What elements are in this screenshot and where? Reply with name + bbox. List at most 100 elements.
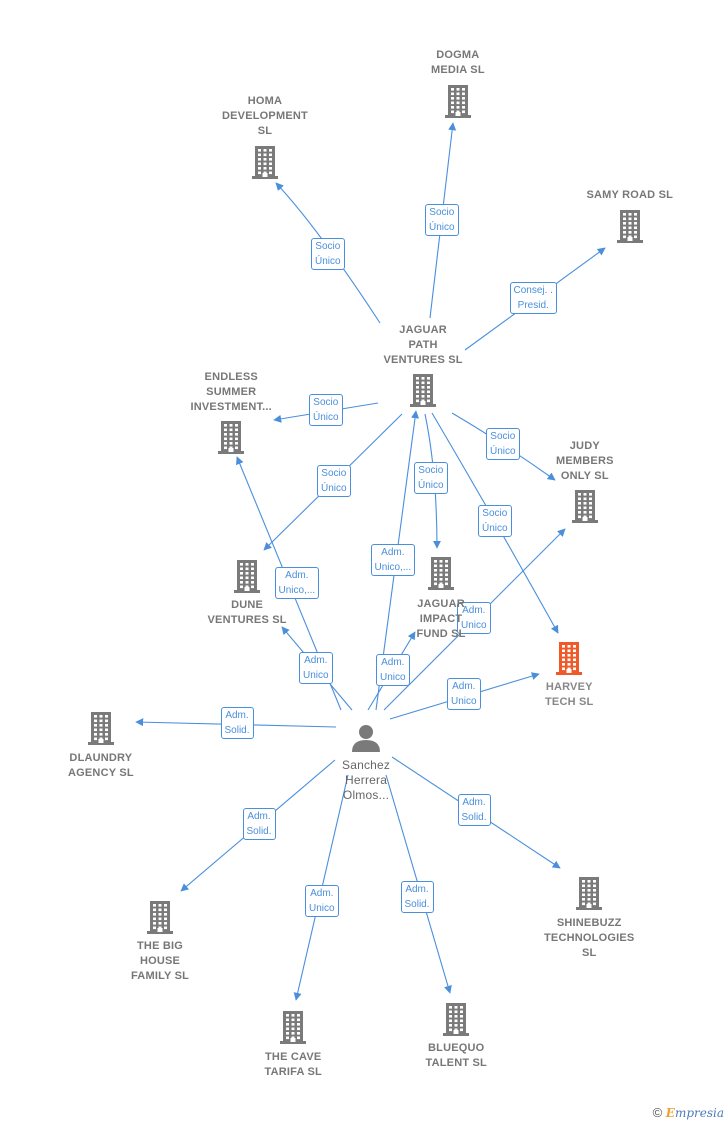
copyright-footer: © Empresia — [653, 1105, 724, 1120]
node-label-line: PATH — [408, 339, 438, 351]
edge-label-line: Unico,... — [374, 562, 412, 573]
building-icon — [615, 209, 645, 248]
edge-label-person-to-dune[interactable]: Adm. Unico — [299, 652, 333, 684]
node-label-line: IMPACT — [419, 613, 463, 625]
edge-label-line: Único — [321, 483, 347, 494]
edge-label-line: Adm. — [304, 655, 328, 666]
building-icon — [145, 900, 175, 939]
edge-label-line: Adm. — [225, 710, 249, 721]
building-icon — [554, 641, 584, 680]
edge-label-line: Socio — [313, 397, 339, 408]
edge-label-line: Adm. — [381, 547, 405, 558]
node-label-line: SL — [581, 947, 597, 959]
building-icon — [250, 145, 280, 184]
edge-label-line: Solid. — [246, 826, 272, 837]
building-icon — [86, 711, 116, 750]
node-label-line: JAGUAR — [399, 324, 447, 336]
node-label-line: VENTURES SL — [383, 354, 463, 366]
edge-label-line: Unico — [380, 672, 406, 683]
building-icon — [232, 559, 262, 598]
person-icon — [351, 723, 381, 758]
node-label: JAGUAR IMPACT FUND SL — [417, 597, 466, 642]
node-label-line: FUND SL — [416, 628, 466, 640]
brand-name: mpresia — [674, 1106, 724, 1120]
node-label-line: MEDIA SL — [431, 64, 485, 76]
node-label-line: Herrera — [345, 773, 388, 787]
edge-label-line: Solid. — [461, 812, 487, 823]
edge-label-line: Socio — [490, 431, 516, 442]
node-label: ENDLESS SUMMER INVESTMENT... — [191, 370, 272, 415]
node-label-line: ENDLESS — [204, 371, 258, 383]
edge-label-line: Único — [315, 256, 341, 267]
edge-label-line: Único — [482, 523, 508, 534]
edge-label-person-to-jaguar_path[interactable]: Adm. Unico,... — [370, 544, 416, 576]
edge-label-line: Socio — [482, 508, 508, 519]
building-icon — [443, 84, 473, 123]
edge-label-person-to-bighouse[interactable]: Adm. Solid. — [242, 808, 276, 840]
edge-label-line: Unico — [451, 696, 477, 707]
node-label-line: DEVELOPMENT — [222, 110, 308, 122]
node-label-line: SUMMER — [206, 386, 257, 398]
node-label-line: AGENCY SL — [68, 767, 134, 779]
edge-label-line: Solid. — [224, 725, 250, 736]
edge-label-line: Socio — [321, 468, 347, 479]
edge-label-person-to-harvey[interactable]: Adm. Unico — [447, 678, 481, 710]
node-label-line: HARVEY — [545, 681, 593, 693]
node-label-line: MEMBERS — [556, 455, 614, 467]
edge-label-line: Adm. — [247, 811, 271, 822]
node-label-line: INVESTMENT... — [190, 401, 272, 413]
building-icon — [216, 420, 246, 459]
node-label-line: VENTURES SL — [207, 614, 287, 626]
node-label-line: Sanchez — [342, 758, 391, 772]
edge-label-person-to-endless[interactable]: Adm.Unico,... — [274, 567, 320, 599]
node-label-line: TECHNOLOGIES — [544, 932, 635, 944]
node-label-line: BLUEQUO — [428, 1042, 485, 1054]
edge-label-line: Único — [418, 480, 444, 491]
building-icon — [574, 876, 604, 915]
node-label-line: HOMA — [247, 95, 283, 107]
edge-label-person-to-judy[interactable]: Adm.Unico — [457, 602, 491, 634]
edge-label-line: Único — [313, 412, 339, 423]
node-label-line: ONLY SL — [560, 470, 609, 482]
node-label-line: THE BIG — [137, 940, 184, 952]
edge-label-person-to-dlaundry[interactable]: Adm. Solid. — [220, 707, 254, 739]
node-label-line: TALENT SL — [425, 1057, 487, 1069]
edge-label-person-to-cave[interactable]: Adm.Unico — [305, 885, 339, 917]
edge-label-line: Único — [490, 446, 516, 457]
node-label-line: TECH SL — [545, 696, 594, 708]
edge-label-line: Consej. . — [513, 285, 553, 296]
edge-label-person-to-jaguar_impact[interactable]: Adm. Unico — [376, 654, 410, 686]
edge-label-line: Solid. — [404, 899, 430, 910]
copyright-symbol: © — [652, 1105, 663, 1120]
node-label-line: SAMY ROAD SL — [586, 189, 674, 201]
edge-label-line: Unico — [303, 670, 329, 681]
edge-label-line: Adm. — [452, 681, 476, 692]
node-label-line: JAGUAR — [417, 598, 465, 610]
building-icon — [278, 1010, 308, 1049]
node-label: HARVEY TECH SL — [545, 680, 593, 710]
edge-label-line: Adm. — [462, 605, 486, 616]
edge-label-person-to-shinebuzz[interactable]: Adm.Solid. — [457, 794, 491, 826]
edge-label-line: Socio — [315, 241, 341, 252]
edge-label-line: Presid. — [517, 300, 549, 311]
node-label-line: HOUSE — [139, 955, 181, 967]
building-icon — [441, 1002, 471, 1041]
node-label-line: Olmos... — [342, 788, 390, 802]
edge-label-line: Unico — [309, 903, 335, 914]
edge-label-jaguar_path-to-samy[interactable]: Consej. . Presid. — [509, 282, 557, 314]
edge-label-line: Adm. — [381, 657, 405, 668]
edge-label-person-to-bluequo[interactable]: Adm.Solid. — [400, 881, 434, 913]
